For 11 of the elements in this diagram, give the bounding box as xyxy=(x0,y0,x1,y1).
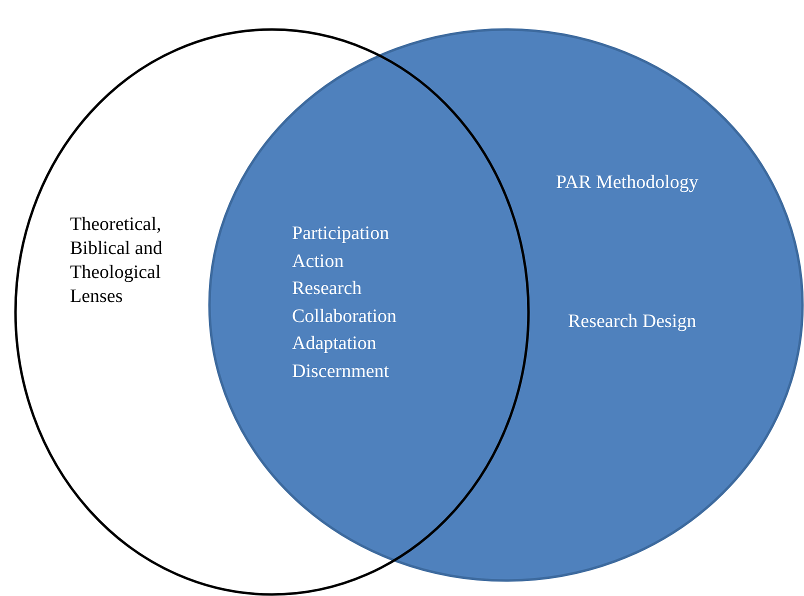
circle-label: PAR Methodology xyxy=(556,171,698,195)
circle-label: Theoretical, Biblical and Theological Lenses xyxy=(70,213,164,309)
venn-ellipse xyxy=(14,28,530,596)
overlap-label: Participation xyxy=(292,222,390,246)
overlap-label: Discernment xyxy=(292,360,390,384)
overlap-label: Action xyxy=(292,250,344,274)
overlap-label: Adaptation xyxy=(292,332,376,356)
overlap-label: Research xyxy=(292,277,362,302)
overlap-label: Collaboration xyxy=(292,304,396,329)
venn-ellipse xyxy=(208,28,804,582)
circle-label: Research Design xyxy=(568,310,696,334)
